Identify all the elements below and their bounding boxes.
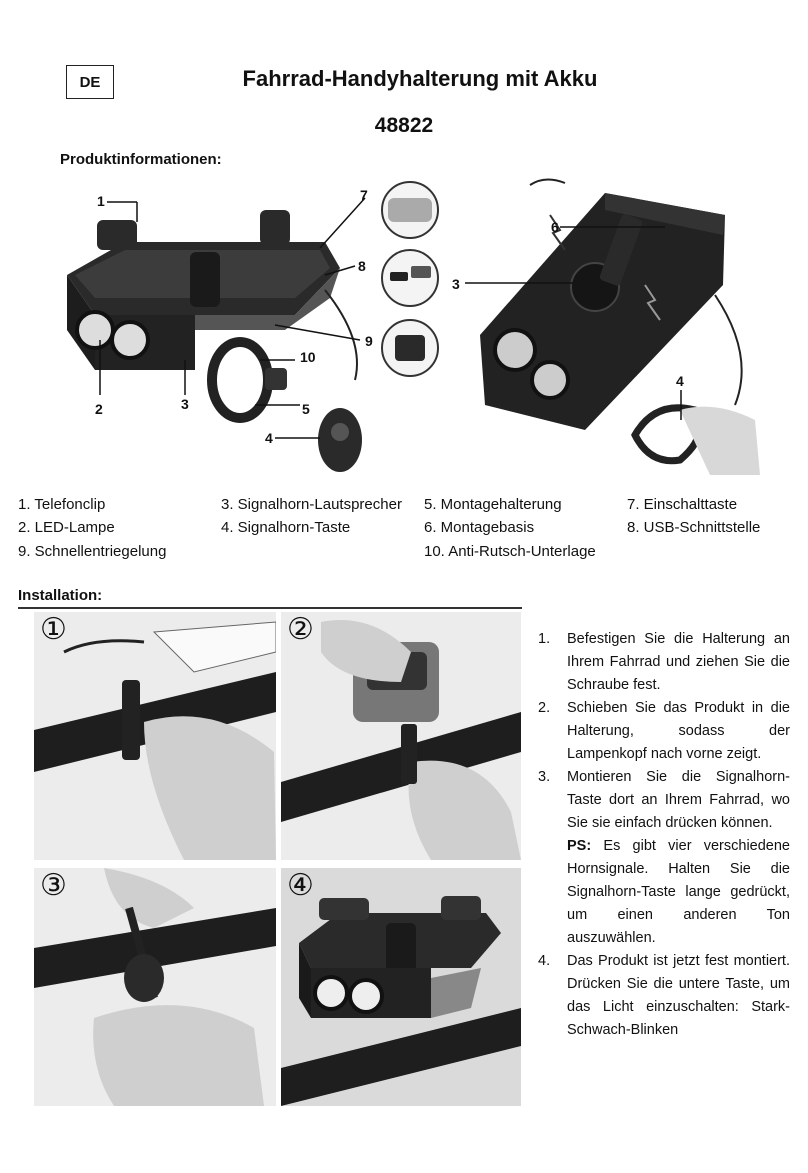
callout-6: 6 (551, 219, 559, 235)
model-number: 48822 (374, 114, 434, 137)
callout-8: 8 (358, 258, 366, 274)
step-2-text: Schieben Sie das Produkt in die Halterun… (567, 700, 790, 762)
product-diagram-right (465, 178, 760, 475)
step-1: 1. Befestigen Sie die Halterung an Ihrem… (538, 631, 790, 693)
step-marker-1: ① (40, 613, 67, 646)
step-4-text: Das Produkt ist jetzt fest montiert. Drü… (567, 953, 790, 1038)
callout-2: 2 (95, 401, 103, 417)
step-2: 2. Schieben Sie das Produkt in die Halte… (538, 700, 790, 762)
part-9: 9. Schnellentriegelung (18, 543, 167, 560)
language-badge: DE (66, 65, 114, 99)
installation-heading: Installation: (18, 587, 103, 604)
install-photo-4 (281, 868, 521, 1106)
callout-9: 9 (365, 333, 373, 349)
step-3-text: Montieren Sie die Signalhorn-Taste dort … (567, 769, 790, 831)
callout-3-right: 3 (452, 276, 460, 292)
part-1: 1. Telefonclip (18, 496, 106, 513)
callout-4: 4 (265, 430, 273, 446)
part-5: 5. Montagehalterung (424, 496, 562, 513)
product-info-heading: Produktinformationen: (60, 151, 222, 168)
step-marker-3: ③ (40, 869, 67, 902)
step-3-note: PS: Es gibt vier verschiedene Hornsignal… (567, 835, 790, 950)
callout-10: 10 (300, 349, 316, 365)
callout-7: 7 (360, 187, 368, 203)
document-title: Fahrrad-Handyhalterung mit Akku (242, 66, 598, 91)
step-3: 3. Montieren Sie die Signalhorn-Taste do… (538, 766, 790, 950)
part-7: 7. Einschalttaste (627, 496, 738, 513)
part-10: 10. Anti-Rutsch-Unterlage (424, 543, 596, 560)
step-marker-4: ④ (287, 869, 314, 902)
callout-1: 1 (97, 193, 105, 209)
step-1-text: Befestigen Sie die Halterung an Ihrem Fa… (567, 631, 790, 693)
part-3: 3. Signalhorn-Lautsprecher (221, 496, 402, 513)
part-6: 6. Montagebasis (424, 519, 535, 536)
callout-3: 3 (181, 396, 189, 412)
part-4: 4. Signalhorn-Taste (221, 519, 351, 536)
step-4: 4. Das Produkt ist jetzt fest montiert. … (538, 953, 790, 1038)
product-diagram-left (67, 181, 439, 472)
ps-text: Es gibt vier verschiedene Hornsignale. H… (567, 838, 790, 946)
section-divider (18, 607, 522, 609)
step-marker-2: ② (287, 613, 314, 646)
install-photo-1 (34, 612, 276, 860)
installation-steps: 1. Befestigen Sie die Halterung an Ihrem… (538, 628, 790, 1042)
callout-4-right: 4 (676, 373, 684, 389)
part-2: 2. LED-Lampe (18, 519, 115, 536)
ps-label: PS: (567, 838, 592, 854)
callout-5: 5 (302, 401, 310, 417)
install-photo-3 (34, 868, 276, 1106)
install-photo-2 (281, 612, 521, 860)
part-8: 8. USB-Schnittstelle (627, 519, 761, 536)
